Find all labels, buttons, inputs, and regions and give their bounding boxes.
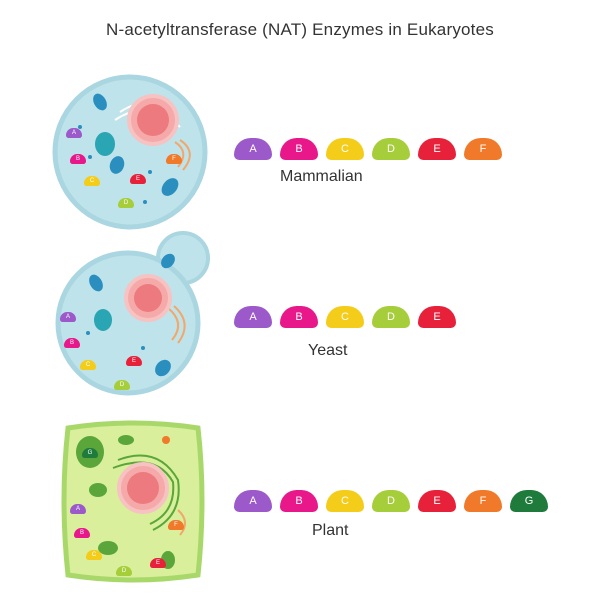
cell-enzyme-f: F	[168, 520, 184, 530]
cell-enzyme-c: C	[86, 550, 102, 560]
mammalian-cell: A B C D E F	[50, 72, 210, 232]
enzyme-b: B	[280, 306, 318, 328]
cell-enzyme-d: D	[114, 380, 130, 390]
yeast-label: Yeast	[308, 342, 348, 359]
enzyme-c: C	[326, 490, 364, 512]
cell-enzyme-d: D	[118, 198, 134, 208]
diagram-title: N-acetyltransferase (NAT) Enzymes in Euk…	[106, 20, 494, 39]
enzyme-e: E	[418, 306, 456, 328]
enzyme-d: D	[372, 306, 410, 328]
enzyme-f: F	[464, 490, 502, 512]
cell-enzyme-a: A	[60, 312, 76, 322]
cell-enzyme-b: B	[64, 338, 80, 348]
enzyme-d: D	[372, 138, 410, 160]
plant-label: Plant	[312, 522, 349, 539]
yeast-cell: A B C D E	[48, 228, 218, 398]
cell-enzyme-a: A	[70, 504, 86, 514]
cell-enzyme-b: B	[74, 528, 90, 538]
cell-enzyme-e: E	[126, 356, 142, 366]
enzyme-a: A	[234, 490, 272, 512]
cell-enzyme-a: A	[66, 128, 82, 138]
mammalian-label: Mammalian	[280, 168, 363, 185]
enzyme-d: D	[372, 490, 410, 512]
enzyme-c: C	[326, 138, 364, 160]
enzyme-b: B	[280, 138, 318, 160]
cell-enzyme-g: G	[82, 448, 98, 458]
enzyme-a: A	[234, 306, 272, 328]
enzyme-e: E	[418, 138, 456, 160]
cell-enzyme-list: A B C D E F	[50, 72, 210, 232]
enzyme-b: B	[280, 490, 318, 512]
cell-enzyme-b: B	[70, 154, 86, 164]
cell-enzyme-f: F	[166, 154, 182, 164]
cell-enzyme-c: C	[80, 360, 96, 370]
cell-enzyme-list: G A B C D E F	[58, 420, 208, 585]
cell-enzyme-d: D	[116, 566, 132, 576]
enzyme-c: C	[326, 306, 364, 328]
plant-cell: G A B C D E F	[58, 420, 208, 585]
enzyme-f: F	[464, 138, 502, 160]
enzyme-g: G	[510, 490, 548, 512]
enzyme-e: E	[418, 490, 456, 512]
enzyme-a: A	[234, 138, 272, 160]
cell-enzyme-e: E	[130, 174, 146, 184]
cell-enzyme-e: E	[150, 558, 166, 568]
cell-enzyme-list: A B C D E	[48, 228, 218, 398]
cell-enzyme-c: C	[84, 176, 100, 186]
